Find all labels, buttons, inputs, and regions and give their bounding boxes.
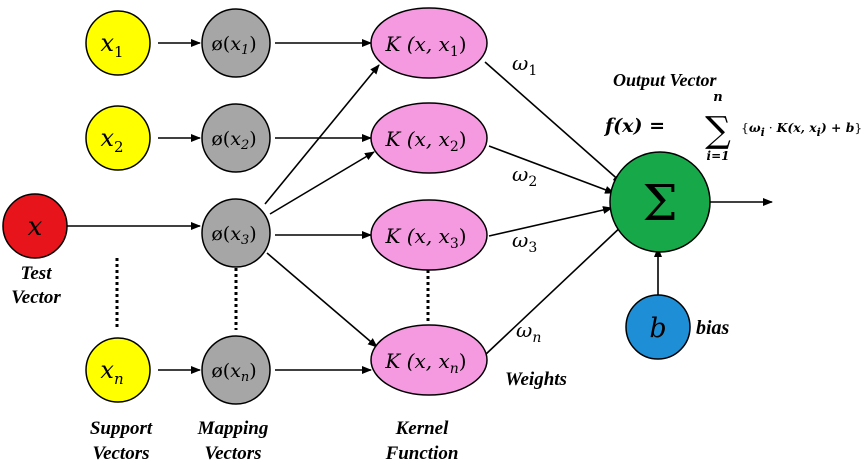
support-vector-1: x1 [85, 10, 151, 76]
arrow-kernel-2-to-sum [488, 145, 615, 194]
kernel-node-3: K (x, x3) [370, 199, 488, 271]
test-vector-symbol: x [28, 212, 43, 242]
bias-node: b [625, 294, 691, 360]
svg-text:ø(x1): ø(x1) [211, 33, 256, 58]
svg-text:K (x, x2): K (x, x2) [384, 127, 466, 155]
svg-text:K (x, x1): K (x, x1) [384, 32, 466, 60]
output-formula: f(x) = n ∑ i=1 {ωi · K(x, xi) + b} [603, 90, 862, 163]
support-vector-n: xn [85, 337, 151, 403]
formula-upper: n [713, 90, 722, 105]
svg-text:xn: xn [100, 356, 123, 388]
arrow-kernel-1-to-sum [484, 61, 623, 184]
weight-label-1: ω1 [512, 51, 537, 79]
sigma-icon: Σ [642, 174, 677, 232]
formula-lhs: f(x) = [603, 115, 665, 137]
formula-lower: i=1 [707, 149, 730, 163]
test-vector-node: x [2, 193, 68, 259]
svg-text:K (x, x3): K (x, x3) [384, 224, 466, 252]
output-title: Output Vector [613, 70, 718, 90]
arrow-mapping-3-to-kernel-2 [269, 151, 375, 215]
summation-node: Σ [609, 151, 711, 253]
support-caption-line1: Support [90, 418, 153, 439]
connections [67, 39, 773, 374]
svg-text:K (x, xn): K (x, xn) [384, 349, 466, 377]
test-caption-line1: Test [21, 263, 53, 284]
formula-sum-sign: ∑ [705, 110, 731, 151]
kernel-node-1: K (x, x1) [370, 7, 488, 79]
test-caption-line2: Vector [11, 287, 61, 308]
formula-body: {ωi · K(x, xi) + b} [741, 120, 862, 139]
weight-label-3: ω3 [512, 228, 537, 256]
weights-caption: Weights [505, 369, 567, 390]
arrow-kernel-3-to-sum [488, 206, 613, 237]
support-vector-2: x2 [85, 105, 151, 171]
weight-label-2: ω2 [512, 162, 537, 190]
weight-label-n: ωn [516, 318, 541, 346]
kernel-node-2: K (x, x2) [370, 102, 488, 174]
mapping-caption-line1: Mapping [197, 418, 269, 439]
bias-symbol: b [649, 313, 666, 344]
arrow-kernel-n-to-sum [484, 222, 626, 356]
mapping-vector-1: ø(x1) [201, 8, 271, 78]
mapping-vector-n: ø(xn) [201, 335, 271, 405]
bias-caption: bias [696, 317, 730, 339]
mapping-vector-2: ø(x2) [201, 103, 271, 173]
kernel-node-n: K (x, xn) [370, 324, 488, 396]
mapping-vector-3: ø(x3) [201, 198, 271, 268]
support-caption-line2: Vectors [93, 443, 150, 464]
svg-text:x1: x1 [100, 29, 123, 61]
ellipsis-dots [115, 258, 430, 330]
svg-text:x2: x2 [100, 124, 123, 156]
kernel-caption-line1: Kernel [395, 418, 450, 439]
svg-text:ø(x2): ø(x2) [211, 128, 256, 153]
arrow-mapping-3-to-kernel-1 [264, 64, 380, 205]
svg-text:ø(x3): ø(x3) [211, 223, 256, 248]
svg-text:ø(xn): ø(xn) [211, 360, 256, 385]
mapping-caption-line2: Vectors [205, 443, 262, 464]
kernel-caption-line2: Function [385, 443, 459, 464]
arrow-mapping-3-to-kernel-n [266, 252, 378, 348]
